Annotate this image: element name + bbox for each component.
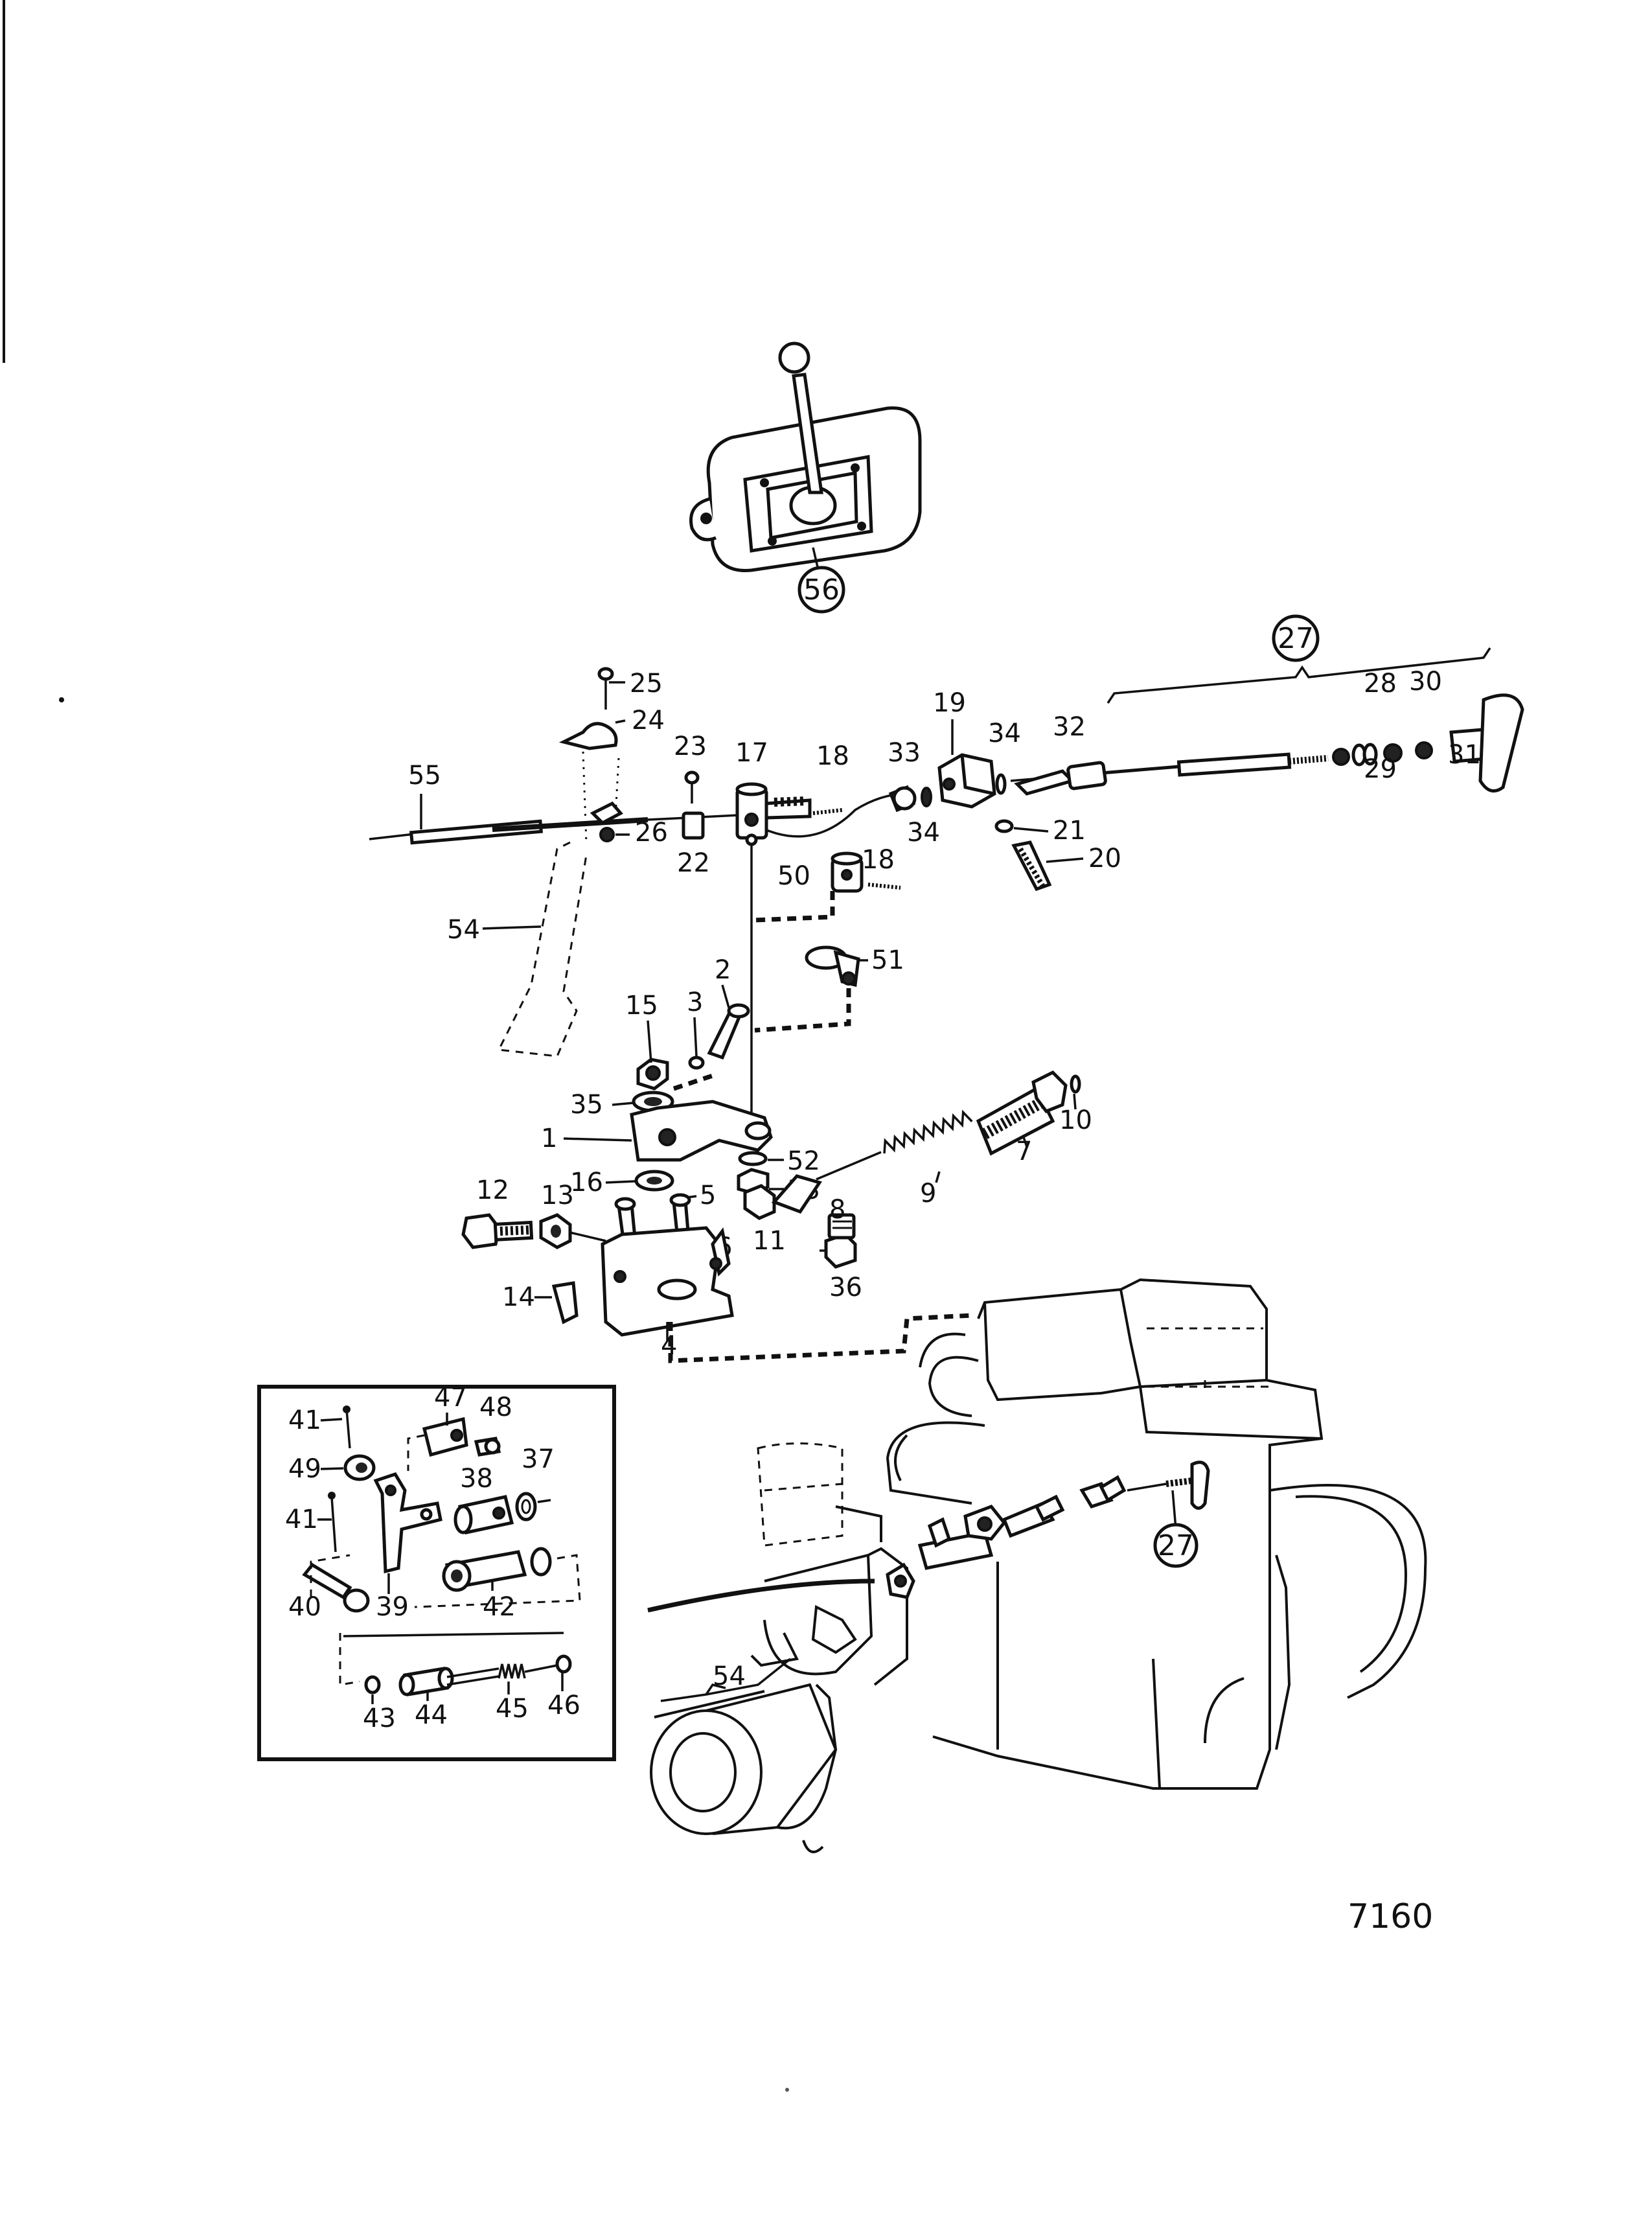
callout-32: 32 — [1053, 712, 1086, 742]
base-bracket-4 — [601, 1226, 734, 1337]
scan-speck — [785, 2088, 789, 2092]
swivel-17 — [735, 782, 812, 1115]
engine-outline — [647, 1278, 1427, 1853]
washer-52 — [738, 1151, 768, 1166]
callout-27-top: 27 — [1278, 622, 1314, 655]
callout-38: 38 — [460, 1464, 493, 1494]
callout-42: 42 — [483, 1592, 516, 1622]
callout-14: 14 — [502, 1282, 535, 1312]
callout-27-engine: 27 — [1158, 1529, 1194, 1562]
clamp-assembly — [558, 667, 623, 843]
callout-36: 36 — [829, 1273, 862, 1302]
callout-54-engine: 54 — [713, 1661, 746, 1691]
callout-31: 31 — [1448, 740, 1481, 770]
callout-12: 12 — [476, 1175, 509, 1205]
callout-33: 33 — [888, 738, 921, 768]
callout-5: 5 — [700, 1181, 716, 1210]
key-14 — [551, 1281, 579, 1324]
callout-28: 28 — [1364, 669, 1397, 699]
dashed-leader-51 — [754, 988, 851, 1033]
lever-bolt-group — [632, 1003, 750, 1113]
callout-9: 9 — [920, 1179, 936, 1208]
rod-spring-adjuster — [771, 1070, 1081, 1214]
callout-51: 51 — [871, 945, 904, 975]
callout-circle-56 — [797, 566, 845, 614]
nut-11 — [743, 1184, 776, 1220]
control-lever-assembly — [689, 341, 922, 572]
callout-21: 21 — [1053, 816, 1086, 846]
callout-37: 37 — [522, 1444, 555, 1474]
control-cable — [369, 752, 1329, 845]
screw-washer-20-21 — [994, 819, 1052, 892]
callout-16: 16 — [570, 1168, 603, 1197]
callout-24: 24 — [632, 706, 665, 735]
screw-bracket-22-23 — [682, 770, 705, 840]
callout-52: 52 — [787, 1146, 820, 1176]
callout-56: 56 — [803, 573, 840, 607]
cable-end-group-28-31 — [1332, 693, 1524, 793]
callout-43: 43 — [363, 1704, 396, 1733]
callout-17: 17 — [735, 738, 768, 768]
callout-18-top: 18 — [816, 741, 849, 771]
callout-54-top: 54 — [447, 915, 480, 945]
scan-speck — [59, 697, 64, 702]
callout-50: 50 — [777, 861, 810, 891]
dashed-leader-base-engine — [668, 1313, 972, 1363]
engine-mounted-lever — [917, 1461, 1210, 1570]
inset-detail-box — [257, 1385, 616, 1761]
callout-29: 29 — [1364, 754, 1397, 784]
callout-40: 40 — [288, 1592, 321, 1622]
callout-11: 11 — [753, 1226, 786, 1256]
ball-joint-51 — [805, 945, 860, 988]
callout-55: 55 — [408, 761, 441, 791]
callout-41-top: 41 — [288, 1405, 321, 1435]
callout-48: 48 — [479, 1393, 512, 1422]
dashed-leader-50 — [754, 891, 835, 923]
callout-34-bottom: 34 — [907, 818, 940, 848]
callout-47: 47 — [434, 1383, 467, 1413]
callout-1: 1 — [541, 1124, 557, 1153]
bracket-54-outline — [497, 841, 588, 1058]
callout-23: 23 — [674, 732, 707, 761]
cable-connector-group — [888, 753, 1107, 813]
callout-22: 22 — [677, 848, 710, 878]
callout-2: 2 — [715, 955, 731, 985]
callout-46: 46 — [547, 1691, 580, 1720]
callout-49: 49 — [288, 1454, 321, 1484]
callout-18-bottom: 18 — [862, 845, 895, 875]
callout-26: 26 — [635, 818, 668, 848]
callout-44: 44 — [415, 1700, 448, 1730]
bolt-nut-12-13 — [461, 1213, 606, 1249]
callout-45: 45 — [496, 1694, 529, 1724]
callout-3: 3 — [687, 988, 703, 1017]
callout-35: 35 — [570, 1090, 603, 1120]
callout-15: 15 — [625, 991, 658, 1021]
cable-assembly-brace — [1107, 647, 1491, 704]
callout-10: 10 — [1059, 1105, 1092, 1135]
inset-parts — [302, 1405, 581, 1696]
callout-30: 30 — [1409, 667, 1442, 697]
callout-19: 19 — [933, 688, 966, 718]
clevis-50 — [831, 851, 901, 893]
callout-circle-27-engine — [1153, 1523, 1199, 1568]
stud-36 — [824, 1213, 857, 1269]
lever-arm-1 — [630, 1100, 773, 1162]
callout-20: 20 — [1088, 844, 1121, 873]
callout-41-bottom: 41 — [285, 1505, 318, 1534]
callout-13: 13 — [541, 1181, 574, 1210]
callout-circle-27 — [1272, 614, 1320, 662]
callout-34-top: 34 — [988, 719, 1021, 748]
callout-39: 39 — [376, 1592, 409, 1622]
callout-25: 25 — [630, 669, 663, 699]
figure-number: 7160 — [1348, 1897, 1433, 1936]
callout-8: 8 — [829, 1195, 845, 1225]
